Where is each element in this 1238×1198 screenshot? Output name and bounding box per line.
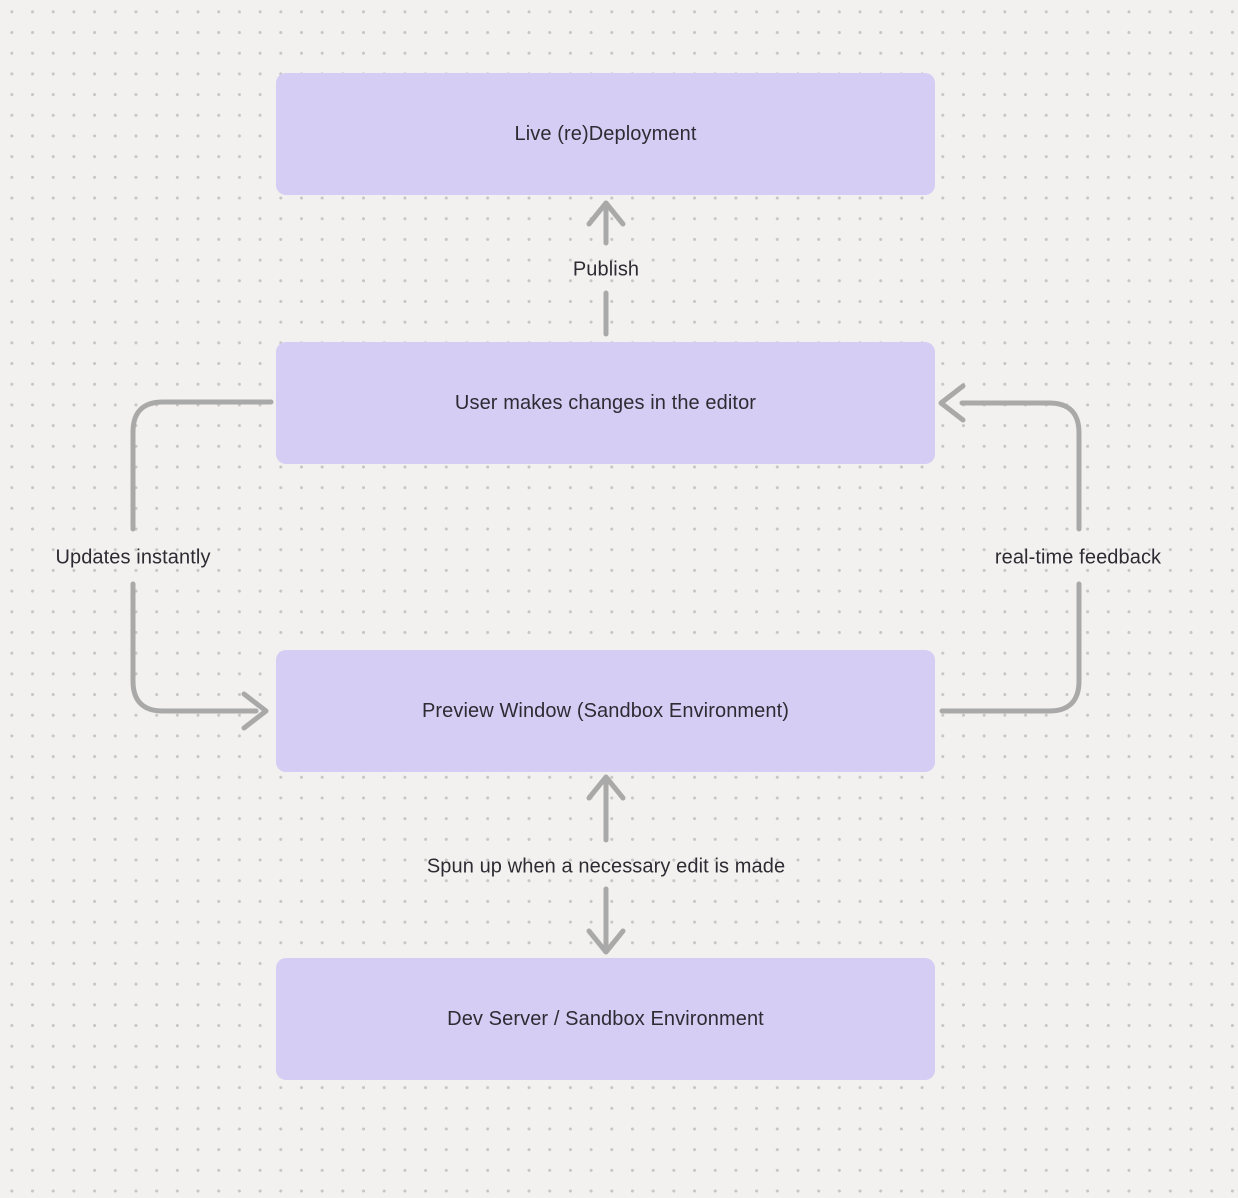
arrow-feedback-segment-lower bbox=[939, 581, 1082, 714]
arrow-spun-up-head-down-icon bbox=[586, 928, 626, 955]
arrow-publish-head-up-icon bbox=[586, 200, 626, 227]
arrow-updates-segment-upper bbox=[130, 399, 274, 532]
node-label: Preview Window (Sandbox Environment) bbox=[421, 699, 790, 722]
arrow-feedback-head-left-icon bbox=[938, 383, 966, 423]
edge-label-real-time-feedback: real-time feedback bbox=[994, 546, 1162, 569]
node-user-editor[interactable]: User makes changes in the editor bbox=[276, 342, 935, 464]
node-label: User makes changes in the editor bbox=[454, 391, 757, 414]
edge-label-spun-up: Spun up when a necessary edit is made bbox=[426, 855, 786, 878]
node-label: Live (re)Deployment bbox=[514, 122, 697, 145]
node-live-redeployment[interactable]: Live (re)Deployment bbox=[276, 73, 935, 195]
node-label: Dev Server / Sandbox Environment bbox=[447, 1007, 764, 1030]
edge-label-updates-instantly: Updates instantly bbox=[55, 546, 211, 569]
node-preview-window[interactable]: Preview Window (Sandbox Environment) bbox=[276, 650, 935, 772]
arrow-spun-up-head-up-icon bbox=[586, 774, 626, 801]
arrow-feedback-segment-upper bbox=[959, 400, 1082, 532]
edge-label-publish: Publish bbox=[572, 258, 640, 281]
node-dev-server[interactable]: Dev Server / Sandbox Environment bbox=[276, 958, 935, 1080]
arrow-updates-head-right-icon bbox=[241, 691, 269, 731]
arrow-updates-segment-lower bbox=[130, 581, 259, 714]
